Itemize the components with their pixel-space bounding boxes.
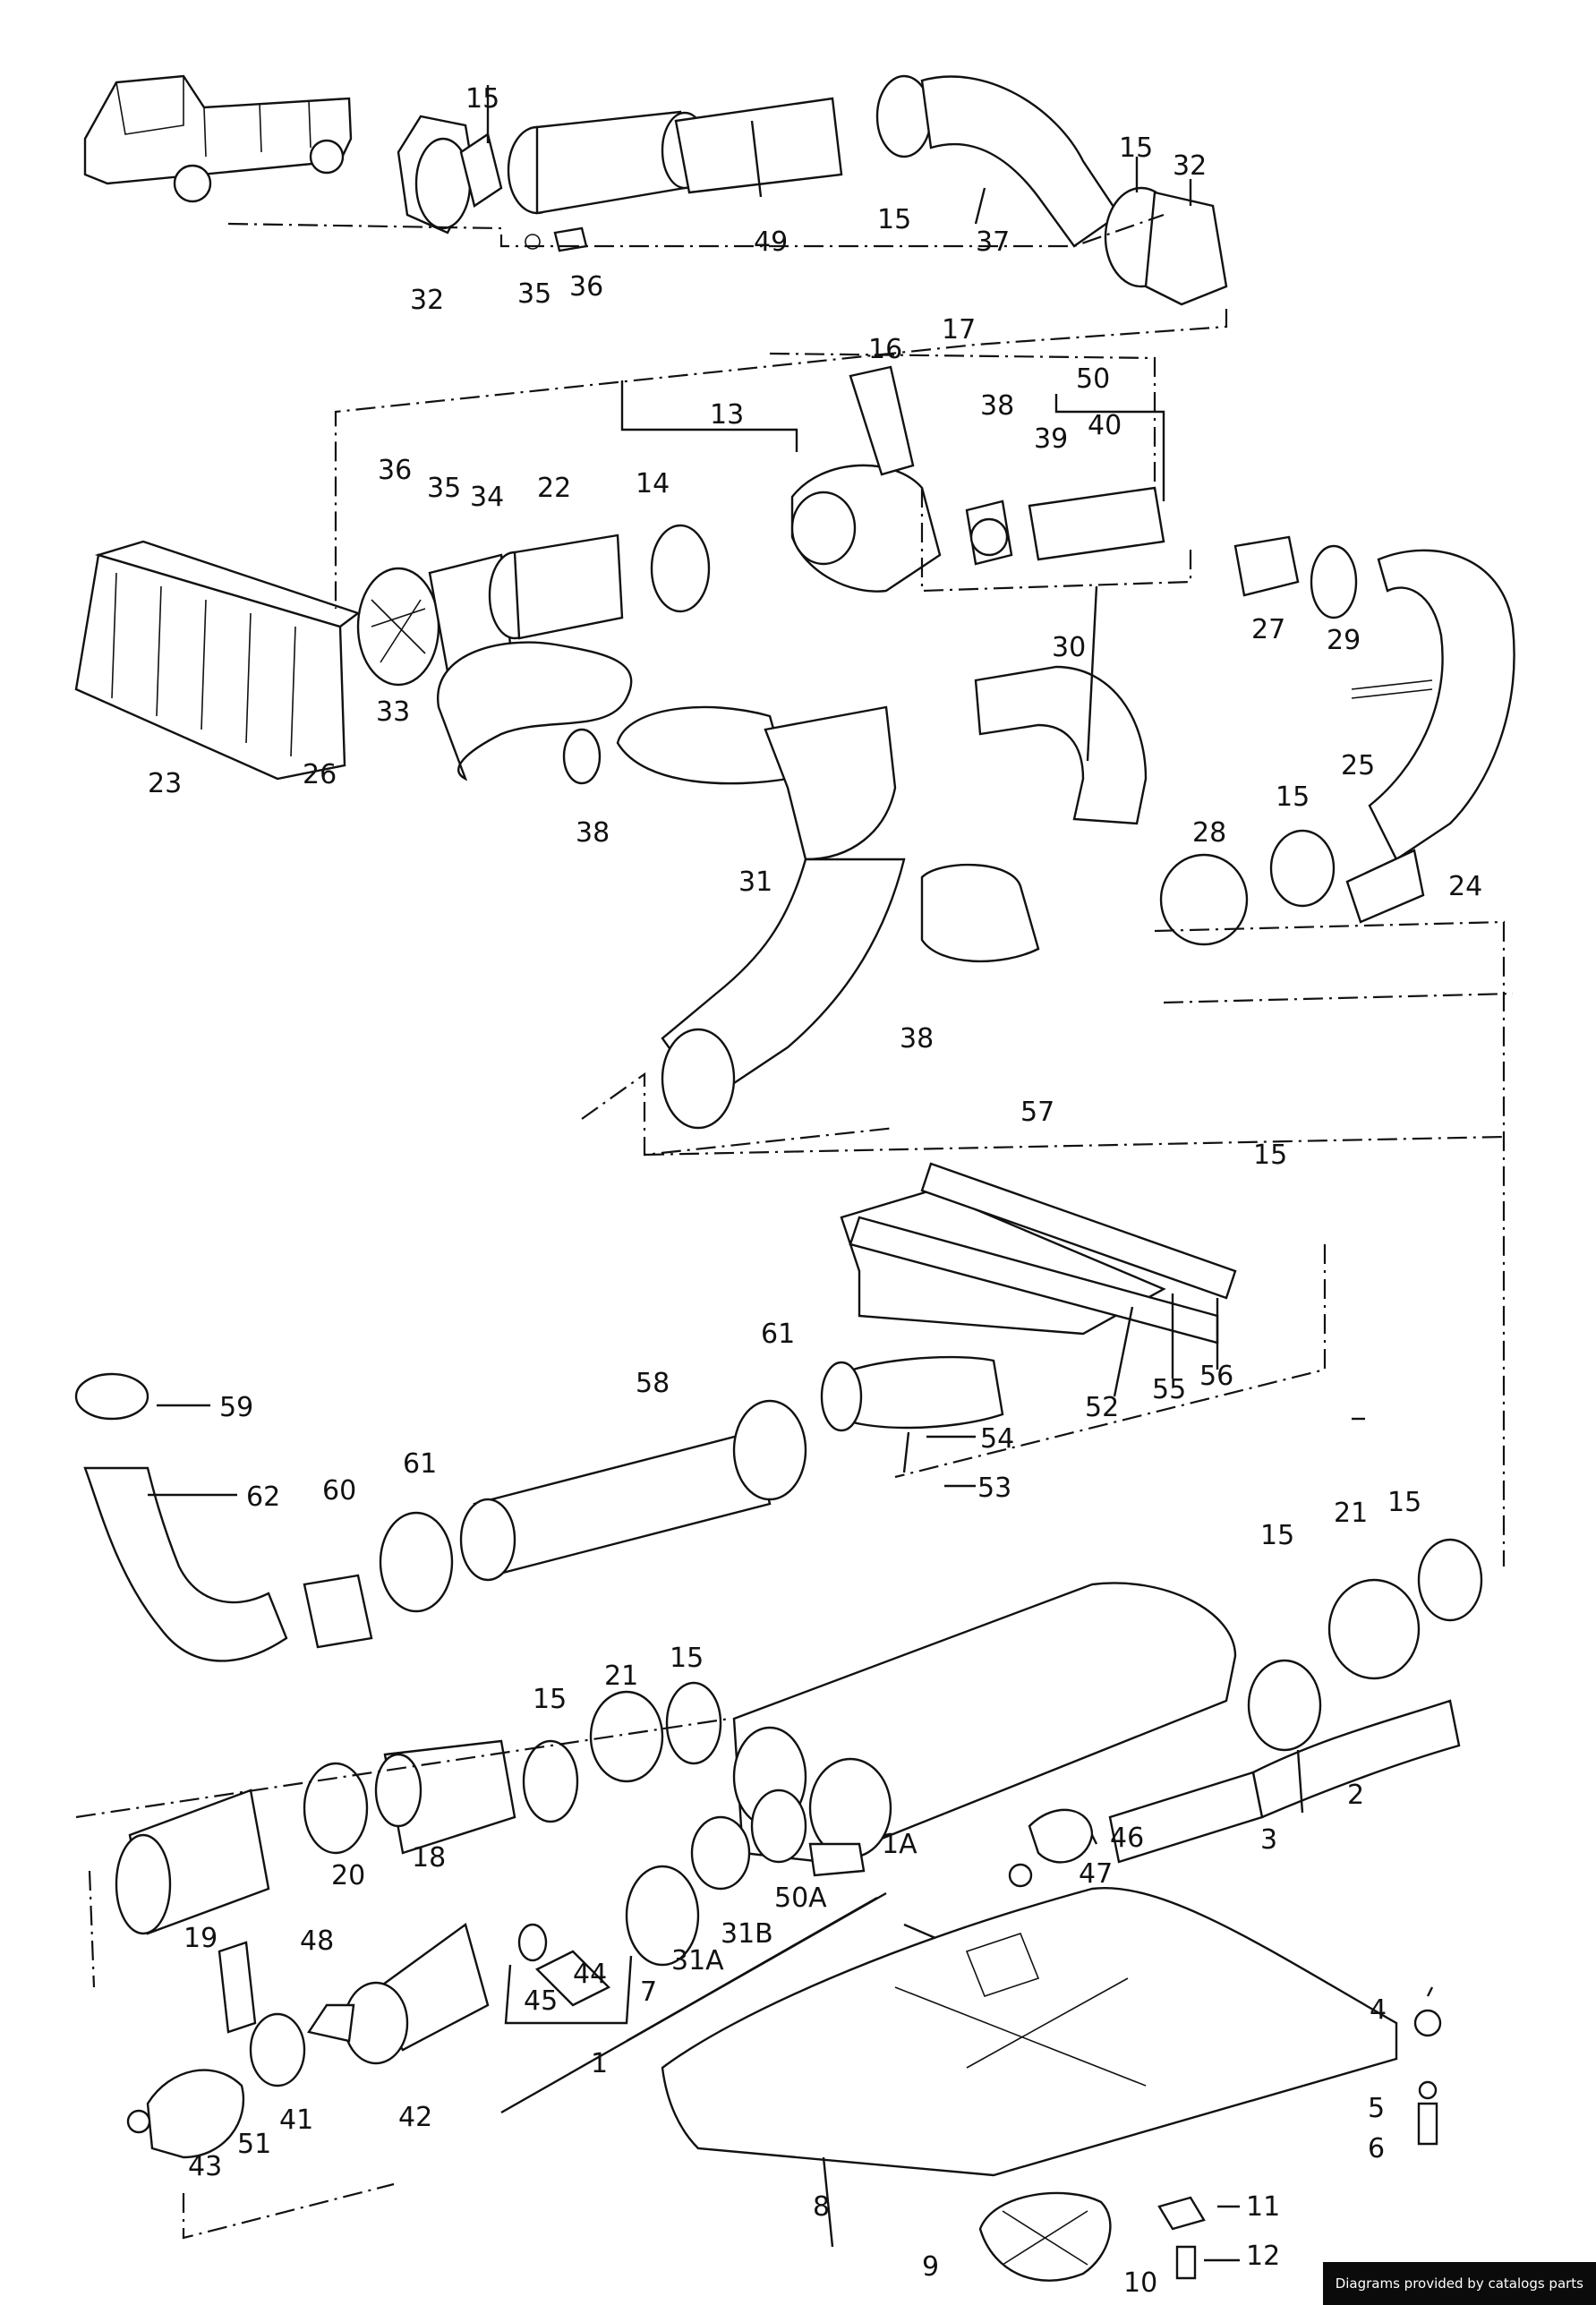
heat-exchanger-52	[820, 1162, 1237, 1432]
label-32-b: 32	[1173, 150, 1207, 182]
label-62: 62	[246, 1481, 280, 1513]
label-12: 12	[1246, 2241, 1280, 2272]
label-8: 8	[813, 2191, 830, 2223]
label-38-b: 38	[576, 817, 610, 849]
label-30: 30	[1052, 632, 1086, 663]
label-42: 42	[398, 2102, 432, 2133]
label-9: 9	[922, 2251, 939, 2283]
label-48: 48	[300, 1925, 334, 1957]
label-1: 1	[591, 2048, 608, 2079]
leader-lines	[75, 85, 1514, 2262]
label-45: 45	[524, 1985, 558, 2017]
lower-left-parts	[115, 1681, 722, 1935]
label-36-a: 36	[569, 271, 603, 303]
label-15-e: 15	[1253, 1140, 1287, 1171]
duct-30-and-hose-24	[974, 535, 1515, 946]
label-44: 44	[573, 1959, 607, 1990]
label-53: 53	[977, 1473, 1011, 1504]
part-number-labels: 15 32 35 36 49 15 37 15 32 16 17 38 50 3…	[148, 83, 1482, 2299]
label-1A: 1A	[882, 1829, 917, 1860]
label-50A: 50A	[774, 1882, 827, 1914]
label-3: 3	[1260, 1824, 1277, 1856]
label-21-a: 21	[1334, 1498, 1368, 1529]
label-17: 17	[942, 314, 976, 346]
label-31A: 31A	[671, 1945, 724, 1976]
label-47: 47	[1079, 1858, 1113, 1890]
label-57: 57	[1020, 1097, 1054, 1128]
label-61-b: 61	[403, 1448, 437, 1480]
label-15-g: 15	[1387, 1487, 1421, 1518]
top-duct-assembly	[397, 74, 1228, 306]
label-15-h: 15	[533, 1684, 567, 1715]
label-18: 18	[412, 1842, 446, 1874]
vehicle-pickup-icon	[83, 74, 353, 203]
label-54: 54	[980, 1423, 1014, 1455]
pipe-58-assembly	[74, 1372, 807, 1662]
label-21-b: 21	[604, 1660, 638, 1692]
label-46: 46	[1110, 1823, 1144, 1854]
label-23: 23	[148, 768, 182, 799]
label-35-b: 35	[427, 473, 461, 504]
label-50: 50	[1076, 363, 1110, 395]
label-15-a: 15	[465, 83, 499, 115]
label-5: 5	[1368, 2093, 1385, 2124]
label-6: 6	[1368, 2133, 1385, 2164]
label-41: 41	[279, 2104, 313, 2136]
label-33: 33	[376, 696, 410, 728]
label-19: 19	[183, 1923, 218, 1954]
label-52: 52	[1085, 1392, 1119, 1423]
label-55: 55	[1152, 1374, 1186, 1405]
heater-body-1	[732, 1538, 1483, 1864]
corrugated-hose-left	[436, 641, 1040, 1130]
label-27: 27	[1251, 614, 1285, 645]
label-61-a: 61	[761, 1319, 795, 1350]
label-16: 16	[868, 334, 902, 365]
label-38-c: 38	[900, 1023, 934, 1054]
skid-plate-8	[661, 1886, 1442, 2282]
label-51: 51	[237, 2129, 271, 2160]
label-15-f: 15	[1260, 1520, 1294, 1551]
label-60: 60	[322, 1475, 356, 1507]
label-35-a: 35	[517, 278, 551, 310]
label-58: 58	[636, 1368, 670, 1399]
heat-shield-23	[74, 540, 361, 781]
label-59: 59	[219, 1392, 253, 1423]
label-20: 20	[331, 1860, 365, 1891]
label-31B: 31B	[721, 1918, 773, 1950]
label-36-b: 36	[378, 455, 412, 486]
label-34: 34	[470, 482, 504, 513]
label-39: 39	[1034, 423, 1068, 455]
label-7: 7	[640, 1976, 657, 2008]
parts-drawing	[74, 74, 1515, 2282]
label-26: 26	[303, 759, 337, 790]
label-14: 14	[636, 468, 670, 499]
label-15-b: 15	[877, 204, 911, 235]
label-15-d: 15	[1276, 781, 1310, 813]
label-15-c: 15	[1119, 132, 1153, 164]
label-32-a: 32	[410, 285, 444, 316]
label-25: 25	[1341, 750, 1375, 781]
label-28: 28	[1192, 817, 1226, 849]
label-31: 31	[738, 867, 772, 898]
label-22: 22	[537, 473, 571, 504]
label-15-i: 15	[670, 1643, 704, 1674]
label-24: 24	[1448, 871, 1482, 902]
credit-banner: Diagrams provided by catalogs parts	[1322, 2262, 1596, 2305]
label-49: 49	[754, 226, 788, 258]
label-37: 37	[976, 226, 1010, 258]
heater-assembly	[356, 365, 1165, 687]
label-29: 29	[1327, 625, 1361, 656]
label-2: 2	[1347, 1780, 1364, 1811]
label-4: 4	[1370, 1994, 1387, 2026]
label-11: 11	[1246, 2191, 1280, 2223]
label-38-a: 38	[980, 390, 1014, 422]
label-56: 56	[1199, 1361, 1233, 1392]
label-40: 40	[1088, 410, 1122, 441]
label-13: 13	[710, 399, 744, 431]
label-10: 10	[1123, 2267, 1157, 2299]
label-43: 43	[188, 2151, 222, 2182]
